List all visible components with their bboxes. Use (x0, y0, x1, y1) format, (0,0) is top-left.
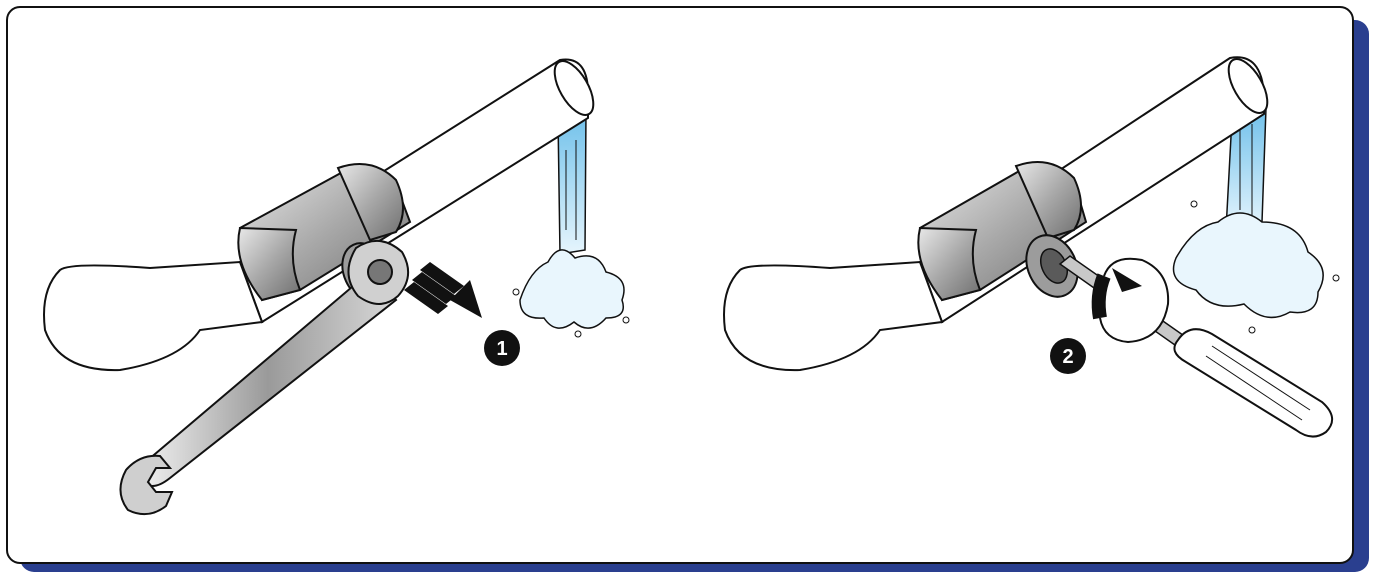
motion-arrow-icon (404, 262, 482, 318)
panel-step-1: 1 (43, 58, 630, 516)
rotate-arrow-icon (1091, 257, 1170, 344)
panel-step-2: 2 (723, 56, 1340, 438)
step-1-number: 1 (496, 338, 507, 360)
step-2-number: 2 (1062, 346, 1073, 368)
valve-icon (917, 161, 1088, 302)
step-1-badge: 1 (484, 330, 520, 366)
wrench-icon (119, 240, 409, 516)
step-2-badge: 2 (1050, 338, 1086, 374)
water-splash-icon (512, 111, 630, 338)
water-splash-icon (1172, 106, 1340, 334)
